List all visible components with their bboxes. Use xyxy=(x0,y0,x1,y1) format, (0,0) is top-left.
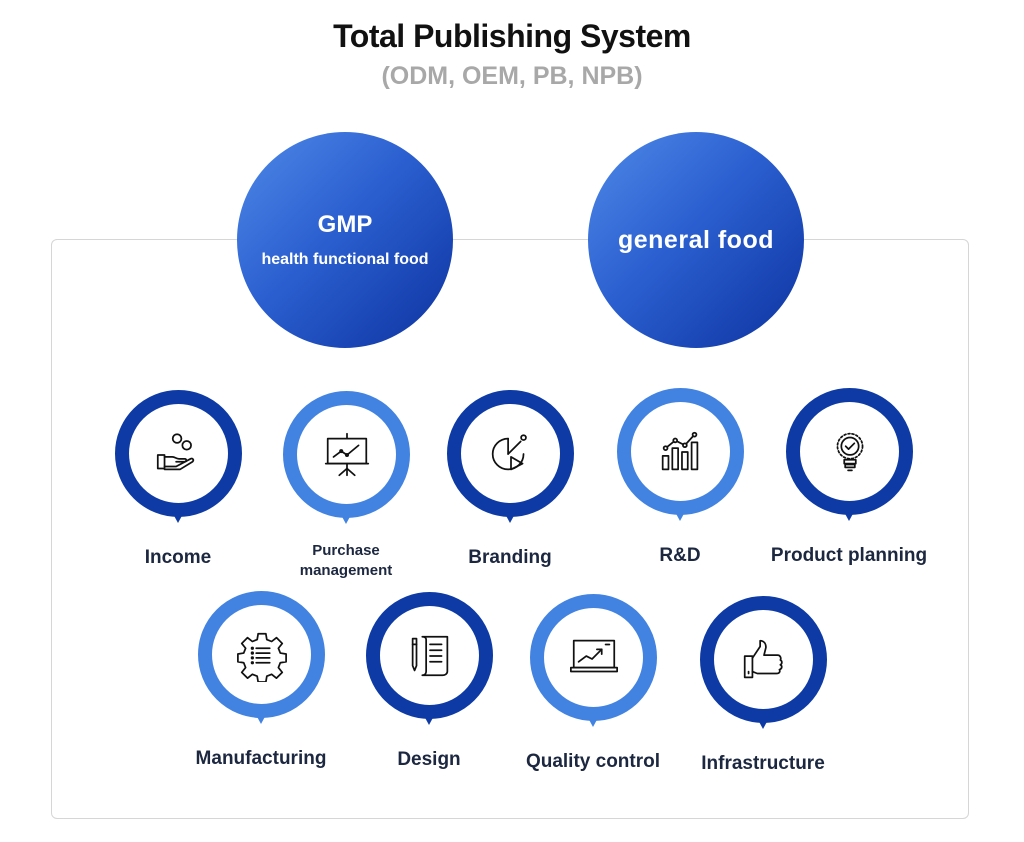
item-income: Income xyxy=(93,390,263,580)
income-ring xyxy=(115,390,242,517)
thumbs-up-icon xyxy=(743,639,783,678)
gmp-subtitle: health functional food xyxy=(261,251,429,268)
infrastructure-pin xyxy=(757,718,769,729)
branding-label: Branding xyxy=(468,547,552,568)
quality-ring xyxy=(530,594,657,721)
item-infrastructure: Infrastructure xyxy=(678,596,848,786)
manufacturing-label: Manufacturing xyxy=(195,748,327,769)
rnd-label: R&D xyxy=(659,545,701,566)
item-planning: Product planning xyxy=(764,388,934,578)
planning-pin xyxy=(843,510,855,521)
bar-chart-icon xyxy=(661,431,698,470)
purchase-pin xyxy=(340,513,352,524)
rnd-ring xyxy=(617,388,744,515)
presentation-board-icon xyxy=(324,432,369,476)
purchase-label-line1: Purchase xyxy=(312,542,380,559)
infrastructure-ring xyxy=(700,596,827,723)
design-ring xyxy=(366,592,493,719)
item-rnd: R&D xyxy=(595,388,765,578)
quality-label: Quality control xyxy=(525,751,661,772)
page-title: Total Publishing System xyxy=(333,18,691,54)
income-pin xyxy=(172,512,184,523)
rnd-pin xyxy=(674,510,686,521)
branding-ring xyxy=(447,390,574,517)
pie-chart-icon xyxy=(491,433,527,470)
design-label: Design xyxy=(397,749,461,770)
planning-label: Product planning xyxy=(770,545,928,566)
item-quality: Quality control xyxy=(508,594,678,784)
purchase-label: Purchase management xyxy=(241,541,451,581)
general-food-circle: general food xyxy=(588,132,804,348)
purchase-ring xyxy=(283,391,410,518)
gmp-circle: GMP health functional food xyxy=(237,132,453,348)
page-subtitle: (ODM, OEM, PB, NPB) xyxy=(381,62,643,90)
content-panel xyxy=(51,239,969,819)
pen-document-icon xyxy=(411,635,448,676)
item-manufacturing: Manufacturing xyxy=(176,591,346,781)
light-bulb-icon xyxy=(836,432,863,471)
branding-pin xyxy=(504,512,516,523)
laptop-chart-icon xyxy=(569,639,618,672)
income-label: Income xyxy=(144,547,212,568)
infrastructure-label: Infrastructure xyxy=(701,753,825,774)
item-branding: Branding xyxy=(425,390,595,580)
manufacturing-pin xyxy=(255,713,267,724)
design-pin xyxy=(423,714,435,725)
item-design: Design xyxy=(344,592,514,782)
hand-coins-icon xyxy=(156,432,194,470)
general-food-label: general food xyxy=(617,225,774,254)
gear-list-icon xyxy=(236,632,287,682)
manufacturing-ring xyxy=(198,591,325,718)
planning-ring xyxy=(786,388,913,515)
item-purchase: Purchase management xyxy=(261,391,431,581)
purchase-label-line2: management xyxy=(299,562,393,579)
quality-pin xyxy=(587,716,599,727)
gmp-title: GMP xyxy=(317,211,373,238)
